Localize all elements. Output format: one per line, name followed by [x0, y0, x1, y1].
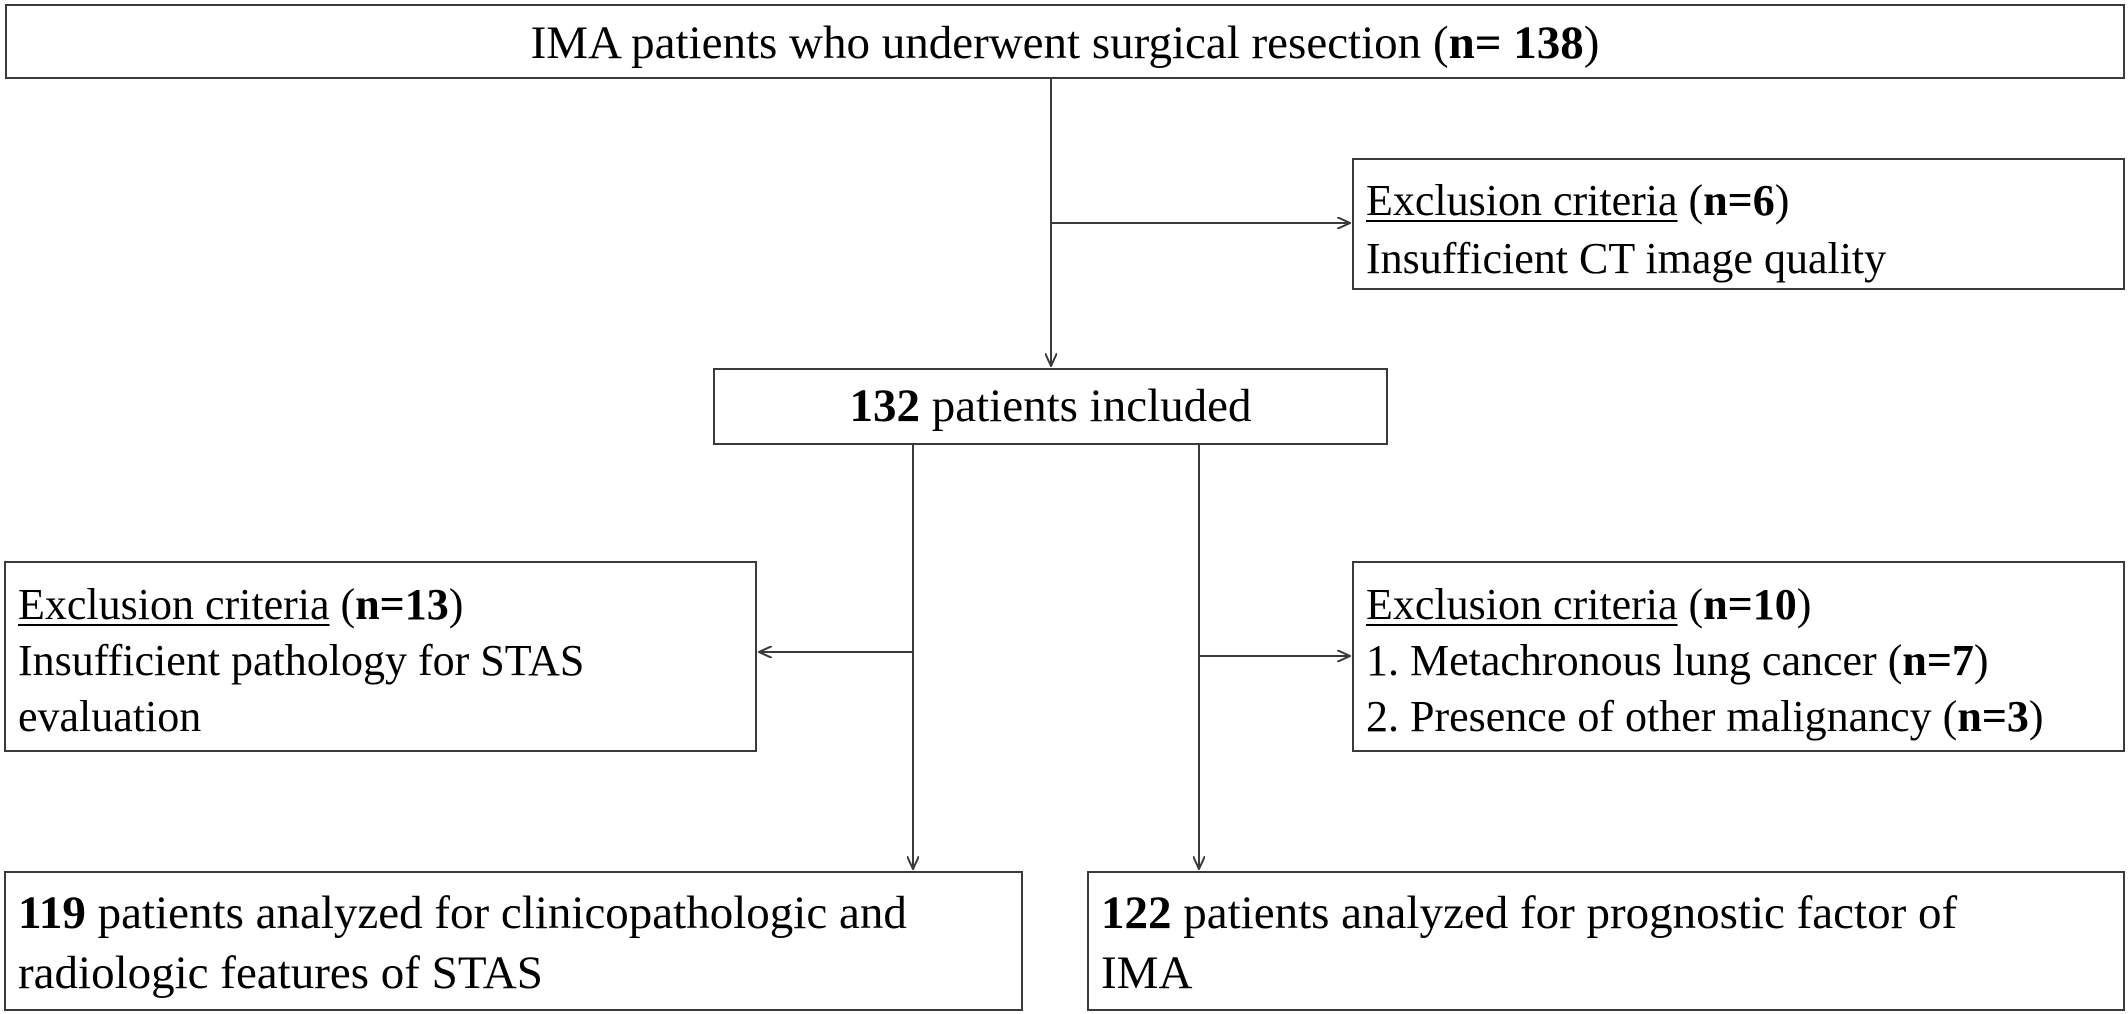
exclusion-reason: Insufficient CT image quality: [1366, 234, 1887, 283]
box-exclusion-malignancy: Exclusion criteria (n=10) 1. Metachronou…: [1352, 561, 2125, 752]
box-analyzed-prognosis: 122 patients analyzed for prognostic fac…: [1087, 871, 2125, 1011]
exclusion-heading: Exclusion criteria (n=13): [18, 580, 464, 629]
analyzed-count: 122: [1101, 887, 1172, 939]
exclusion-heading: Exclusion criteria (n=6): [1366, 176, 1790, 225]
initial-cohort-count: n= 138: [1448, 17, 1584, 69]
exclusion-reason-cont: evaluation: [18, 692, 202, 741]
box-analyzed-stas: 119 patients analyzed for clinicopatholo…: [4, 871, 1023, 1011]
included-text: patients included: [919, 380, 1252, 432]
exclusion-count: n=13: [355, 580, 449, 629]
box-exclusion-ct: Exclusion criteria (n=6) Insufficient CT…: [1352, 158, 2125, 290]
exclusion-count: n=6: [1703, 176, 1775, 225]
box-included-patients: 132 patients included: [713, 368, 1388, 445]
exclusion-count: n=10: [1703, 580, 1797, 629]
box-exclusion-pathology: Exclusion criteria (n=13) Insufficient p…: [4, 561, 757, 752]
analyzed-count: 119: [18, 887, 86, 939]
exclusion-heading: Exclusion criteria (n=10): [1366, 580, 1812, 629]
exclusion-item: 1. Metachronous lung cancer (n=7): [1366, 636, 1989, 685]
included-count: 132: [849, 380, 920, 432]
exclusion-reason: Insufficient pathology for STAS: [18, 636, 585, 685]
exclusion-item: 2. Presence of other malignancy (n=3): [1366, 692, 2044, 741]
box-initial-cohort: IMA patients who underwent surgical rese…: [5, 4, 2125, 79]
initial-cohort-text: IMA patients who underwent surgical rese…: [530, 17, 1422, 69]
